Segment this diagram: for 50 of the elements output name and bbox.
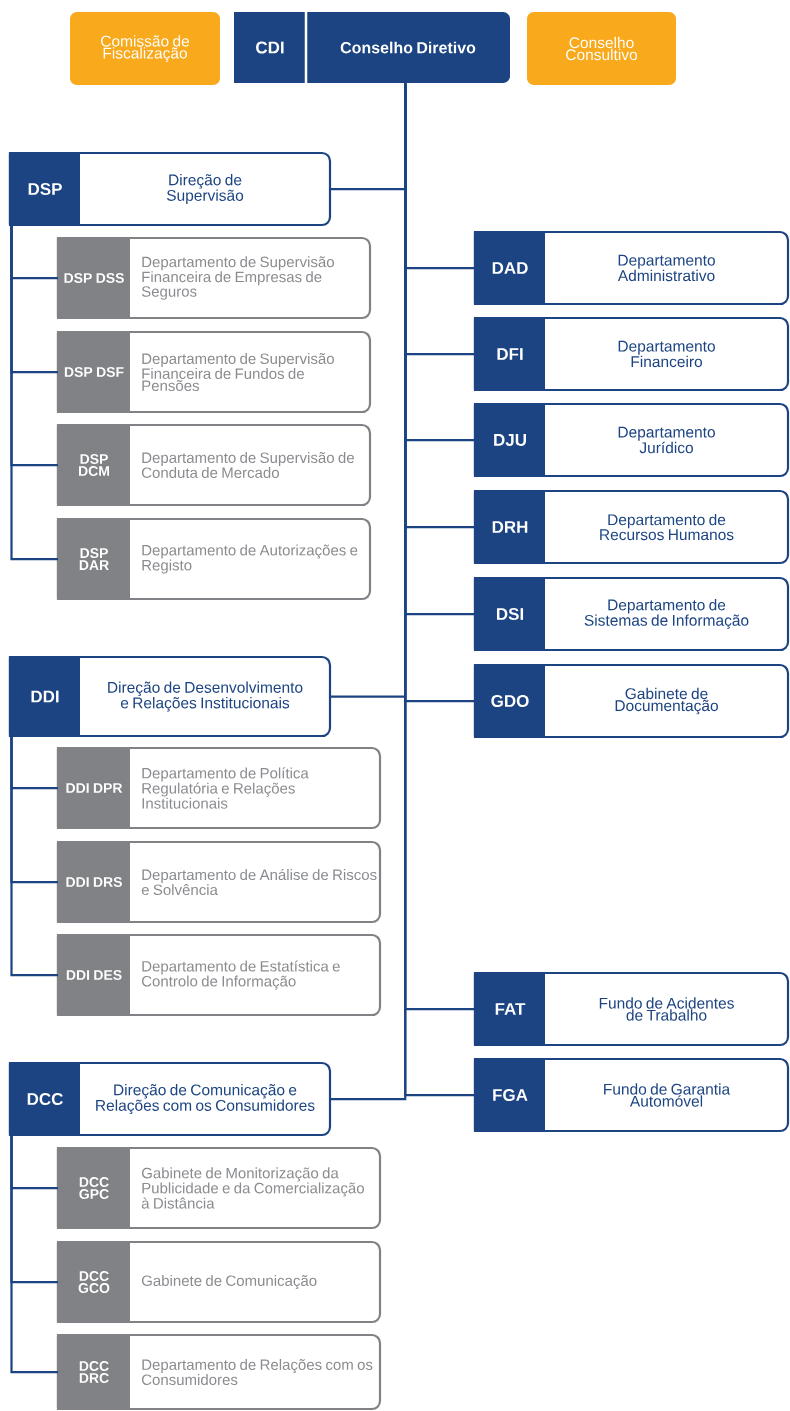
code-label: FGA [493, 1089, 528, 1102]
code-label: DSP [28, 183, 62, 196]
council-box: Comissão de Fiscalização [70, 12, 220, 85]
unit-name: Gabinete de Monitorização da Publicidade e da Comercialização à Distância [141, 1167, 364, 1209]
connector-line [10, 1135, 58, 1374]
connector-line [10, 225, 58, 561]
code-label: DCC DRC [79, 1361, 109, 1383]
unit-name: Departamento de Política Regulatória e Relações Institucionais [142, 767, 309, 809]
unit-name: Departamento de Autorizações e Registo [142, 544, 358, 574]
code-label: GDO [491, 695, 529, 708]
unit-name: Departamento de Sistemas de Informação [584, 599, 749, 629]
unit-name: Departamento de Supervisão Financeira de Empresas de Seguros [141, 256, 334, 300]
unit-name: Fundo de Garantia Automóvel [604, 1083, 731, 1107]
code-label: DSP DSS [64, 273, 124, 283]
unit-name: Departamento de Análise de Riscos e Solvência [141, 868, 377, 896]
unit-name: Departamento Financeiro [618, 340, 715, 368]
unit-name: Departamento de Recursos Humanos [600, 513, 734, 541]
code-label: DJU [494, 434, 526, 446]
code-label: DSP DAR [79, 548, 109, 570]
code-label: DDI DPR [66, 783, 123, 793]
unit-name: Departamento de Supervisão de Conduta de Mercado [141, 452, 354, 478]
code-label: DCC [27, 1093, 63, 1106]
code-label: DDI DRS [66, 877, 122, 887]
code-label: DFI [497, 348, 523, 360]
code-label: FAT [495, 1003, 526, 1015]
code-label: DSP DCM [79, 454, 109, 476]
code-label: DSP DSF [64, 367, 124, 377]
code-label: DDI DES [66, 970, 122, 980]
code-label: DRH [492, 521, 528, 533]
unit-name: Departamento Jurídico [618, 426, 715, 454]
unit-name: Departamento de Supervisão Financeira de Fundos de Pensões [142, 353, 334, 391]
unit-name: Departamento de Estatística e Controlo de Informação [141, 960, 340, 990]
unit-name: Gabinete de Comunicação [141, 1275, 317, 1290]
code-label: DAD [492, 262, 528, 274]
unit-name: Direção de Supervisão [166, 174, 244, 204]
code-label: DSI [497, 608, 524, 621]
unit-name: Gabinete de Documentação [615, 687, 718, 715]
connector-line [330, 83, 407, 1101]
code-label: CDI [256, 41, 284, 54]
code-label: DCC GCO [78, 1271, 110, 1293]
unit-name: Direção de Comunicação e Relações com os Consumidores [96, 1084, 315, 1114]
unit-name: Direção de Desenvolvimento e Relações Institucionais [108, 681, 303, 712]
connector-line [10, 736, 58, 977]
unit-name: Conselho Diretivo [340, 41, 476, 54]
unit-name: Fundo de Acidentes de Trabalho [599, 997, 734, 1021]
code-label: DDI [31, 690, 59, 703]
council-box: Conselho Consultivo [527, 12, 676, 85]
code-label: DCC GPC [79, 1177, 109, 1199]
unit-name: Departamento de Relações com os Consumidores [141, 1359, 373, 1386]
unit-name: Departamento Administrativo [617, 254, 715, 282]
